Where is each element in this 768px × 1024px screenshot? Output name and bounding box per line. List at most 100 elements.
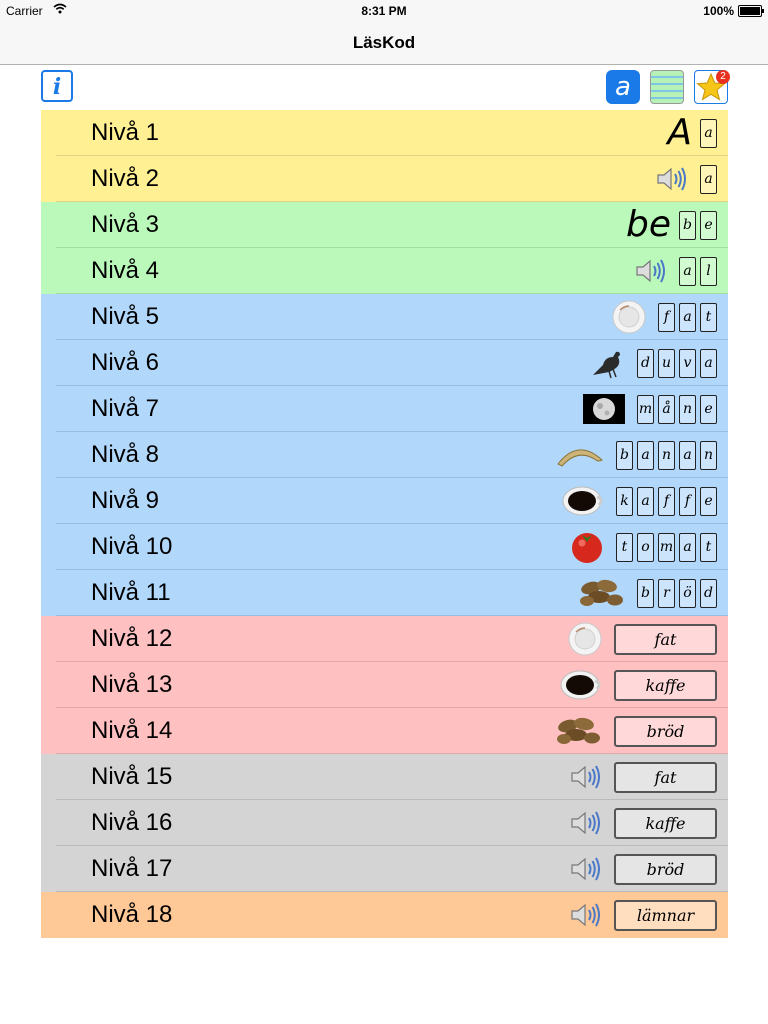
level-preview: bröd	[570, 846, 717, 892]
level-row[interactable]: Nivå 15 fat	[41, 754, 728, 800]
clock: 8:31 PM	[361, 4, 407, 18]
word-tile: fat	[614, 623, 717, 655]
level-label: Nivå 10	[91, 533, 173, 560]
level-label: Nivå 3	[91, 211, 160, 238]
speaker-icon[interactable]	[656, 166, 688, 192]
row-divider	[56, 339, 728, 340]
letter-tile: l	[700, 256, 717, 286]
level-label: Nivå 1	[91, 119, 160, 146]
info-icon: i	[52, 74, 62, 100]
letter-tile: a	[637, 440, 654, 470]
lined-paper-button[interactable]	[650, 70, 684, 104]
level-label: Nivå 2	[91, 165, 160, 192]
speaker-icon[interactable]	[635, 258, 667, 284]
letter-tile: n	[679, 394, 696, 424]
word-tile: fat	[614, 761, 717, 793]
row-divider	[56, 661, 728, 662]
speaker-icon[interactable]	[570, 856, 602, 882]
letter-tile: n	[658, 440, 675, 470]
speaker-icon[interactable]	[570, 810, 602, 836]
level-preview: lämnar	[570, 892, 717, 938]
plate-icon	[568, 622, 602, 656]
letter-tile: d	[637, 348, 654, 378]
word-tile: kaffe	[614, 807, 717, 839]
letter-tile: a	[679, 302, 696, 332]
notification-badge: 2	[716, 70, 730, 84]
banana-icon	[556, 442, 604, 468]
row-divider	[56, 753, 728, 754]
letter-tile: n	[700, 440, 717, 470]
info-button[interactable]: i	[41, 70, 73, 102]
level-row[interactable]: Nivå 17 bröd	[41, 846, 728, 892]
coffee-icon	[560, 669, 602, 701]
pigeon-icon	[589, 347, 625, 379]
wifi-icon	[53, 3, 67, 17]
row-divider	[56, 707, 728, 708]
letter-tile: f	[658, 302, 675, 332]
letter-tile: e	[700, 394, 717, 424]
letter-tile: e	[700, 210, 717, 240]
row-divider	[56, 293, 728, 294]
letter-sample: A	[667, 112, 692, 153]
row-divider	[56, 845, 728, 846]
plate-icon	[612, 300, 646, 334]
letter-tile: a	[637, 486, 654, 516]
speaker-icon[interactable]	[570, 902, 602, 928]
level-label: Nivå 15	[91, 763, 173, 790]
letter-tile: ö	[679, 578, 696, 608]
letter-tile: b	[616, 440, 633, 470]
navigation-bar: LäsKod	[0, 20, 768, 65]
word-tile: bröd	[614, 853, 717, 885]
letter-tile: m	[658, 532, 675, 562]
status-bar: Carrier 8:31 PM 100%	[0, 0, 768, 20]
level-label: Nivå 14	[91, 717, 173, 744]
level-label: Nivå 4	[91, 257, 160, 284]
level-label: Nivå 5	[91, 303, 160, 330]
bread-icon	[554, 714, 602, 748]
row-divider	[56, 569, 728, 570]
letter-tile: b	[679, 210, 696, 240]
favorites-star-button[interactable]: 2	[694, 70, 730, 104]
level-preview: fat	[568, 616, 717, 662]
letter-tile: t	[616, 532, 633, 562]
row-divider	[56, 799, 728, 800]
speaker-icon[interactable]	[570, 764, 602, 790]
level-label: Nivå 6	[91, 349, 160, 376]
row-divider	[56, 891, 728, 892]
carrier-label: Carrier	[6, 4, 43, 18]
letter-a-icon: a	[615, 72, 631, 102]
level-label: Nivå 17	[91, 855, 173, 882]
level-label: Nivå 13	[91, 671, 173, 698]
letter-tile: a	[700, 118, 717, 148]
level-label: Nivå 7	[91, 395, 160, 422]
row-divider	[56, 615, 728, 616]
letter-sample: be	[626, 204, 671, 245]
letter-tile: k	[616, 486, 633, 516]
row-divider	[56, 385, 728, 386]
letter-style-button[interactable]: a	[606, 70, 640, 104]
letter-tile: a	[700, 348, 717, 378]
